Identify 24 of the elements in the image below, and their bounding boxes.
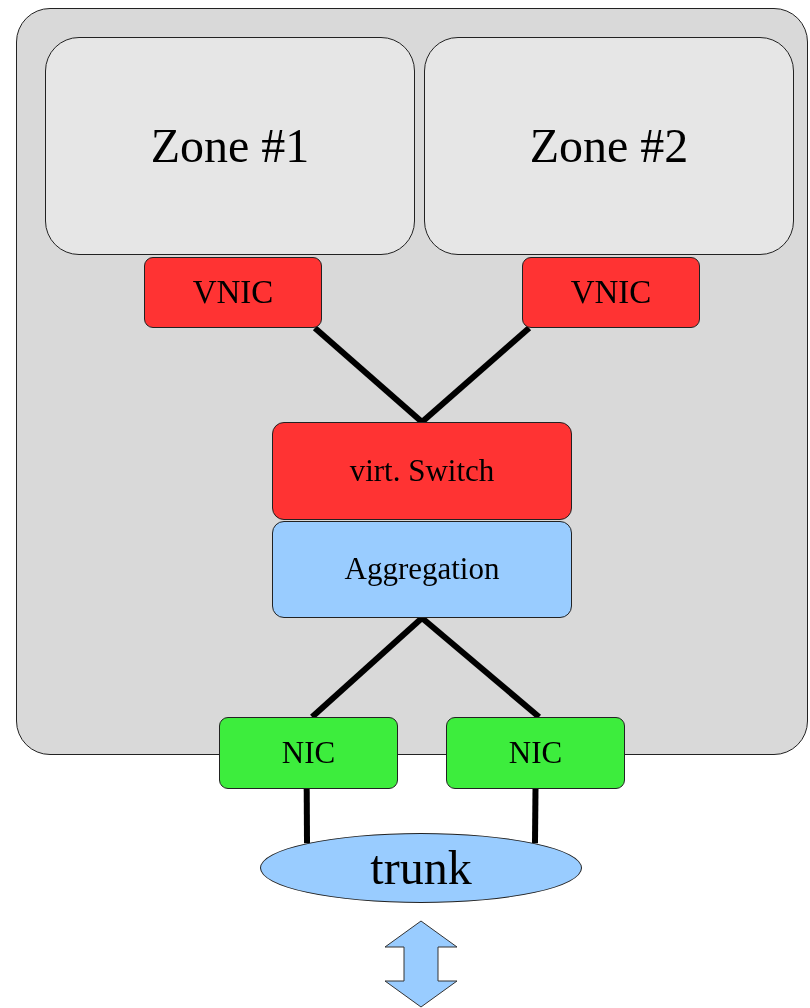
double-arrow [384, 920, 458, 1008]
connector-line [310, 615, 424, 720]
node-label: Aggregation [344, 552, 500, 587]
connector-line [312, 325, 424, 425]
node-label: Zone #2 [529, 119, 689, 173]
switch-box [272, 422, 572, 520]
nic-box [446, 717, 625, 789]
node-label: NIC [281, 735, 336, 771]
node-label: virt. Switch [349, 453, 495, 489]
vnic-box [522, 257, 700, 328]
zone-box [424, 37, 794, 255]
connector-line [420, 615, 541, 720]
node-label: trunk [370, 841, 472, 895]
node-label: NIC [508, 735, 563, 771]
node-label: VNIC [570, 274, 652, 311]
aggregation-box [272, 521, 572, 618]
connector-line [303, 788, 310, 844]
node-label: Zone #1 [150, 119, 310, 173]
node-label: VNIC [192, 274, 274, 311]
zone-box [45, 37, 415, 255]
nic-box [219, 717, 398, 789]
connector-line [420, 325, 532, 425]
vnic-box [144, 257, 322, 328]
connector-line [532, 788, 539, 844]
